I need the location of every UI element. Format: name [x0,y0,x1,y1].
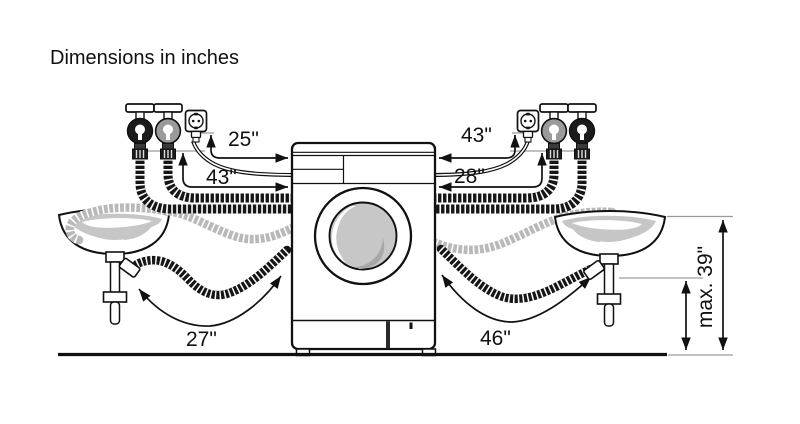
kickplate-latch [409,322,413,329]
left-supply-dimension-arrow [178,153,288,192]
door-glass [328,201,398,271]
right-supply-length-label: 28" [454,165,485,188]
right-sink [554,210,666,327]
right-supply-hoses [427,154,587,214]
power-outlet-icon [516,109,540,143]
left-cord-length-label: 25" [228,128,259,151]
max-drain-height-label: max. 39" [694,246,717,328]
left-drain-length-label: 27" [186,328,217,351]
left-sink [58,208,170,325]
kickplate-divider [386,321,390,349]
power-outlet-icon [184,109,208,143]
left-drain-dimension-arrow [138,275,282,327]
washing-machine [290,141,437,357]
left-supply-hoses [135,154,300,214]
left-drain-hose [132,245,292,300]
door-glass-highlight [331,206,356,263]
right-cord-length-label: 43" [461,124,492,147]
right-power-outlet [516,109,540,143]
right-drain-hose [436,244,596,304]
left-gray-drain-hose [65,203,301,245]
right-supply-dimension-arrow [439,153,547,192]
left-drain-hose-nozzle [118,257,141,278]
left-supply-length-label: 43" [206,166,237,189]
right-drain-dimension-arrow [441,274,592,323]
dimension-arrows [178,135,728,350]
left-power-outlet [184,109,208,143]
right-drain-hose-nozzle [583,259,605,281]
right-drain-length-label: 46" [480,327,511,350]
door-glass-shadow [356,238,385,269]
page-title: Dimensions in inches [50,47,239,69]
